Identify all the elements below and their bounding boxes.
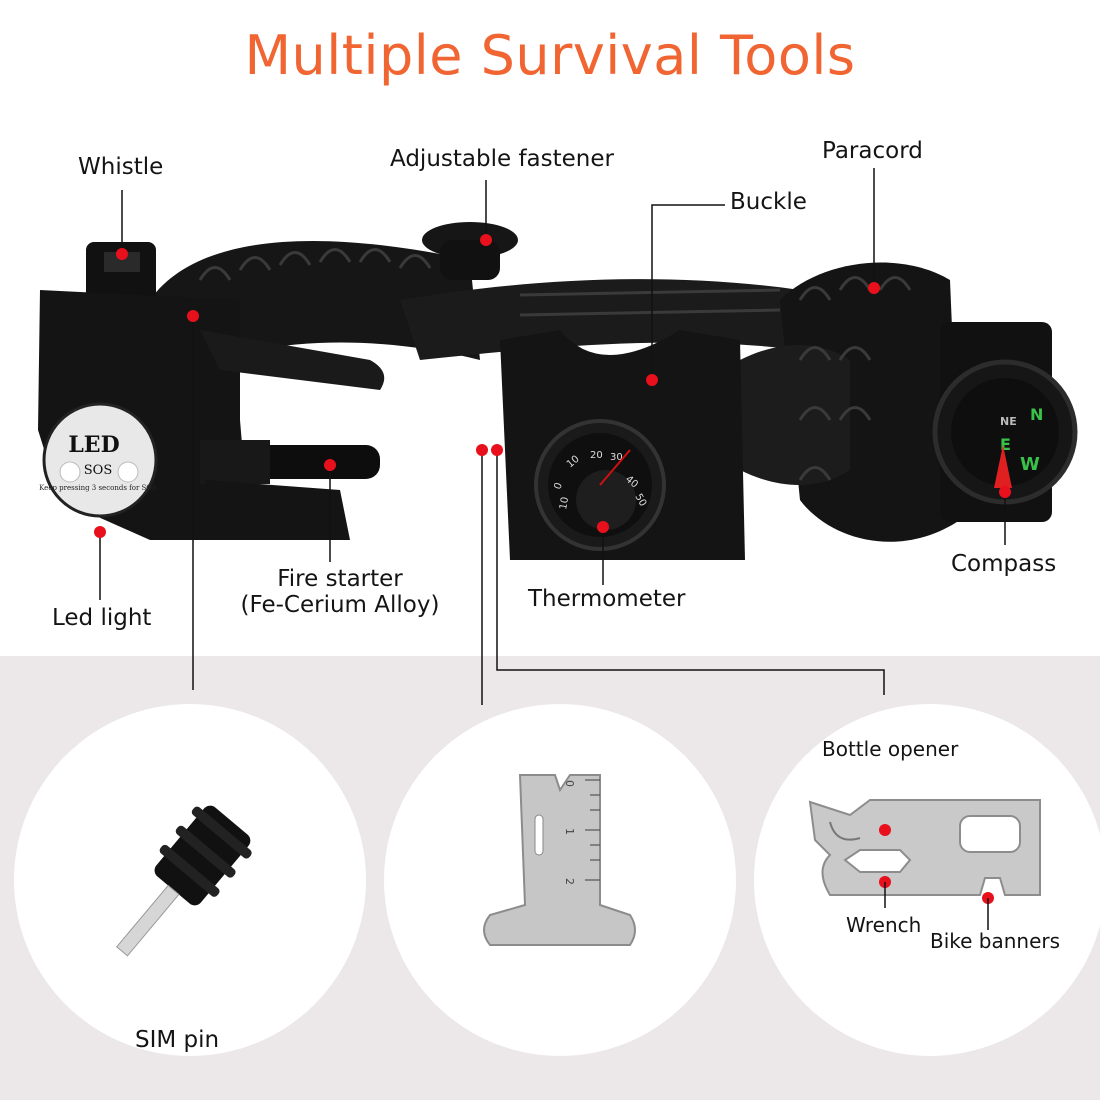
label-bike-banners: Bike banners [930,929,1061,953]
paracord-strap [150,240,960,542]
page-title: Multiple Survival Tools [244,24,856,87]
sim-pin-circle [14,704,366,1056]
leader-lines [99,168,1006,830]
label-thermometer: Thermometer [528,586,686,612]
middle-buckle-part: 10 20 30 40 50 0 10 [500,330,745,560]
label-wrench: Wrench [846,913,922,937]
ruler-tick-2: 2 [563,878,576,885]
label-fire-starter-line2: (Fe-Cerium Alloy) [240,592,440,618]
label-fire-starter-line1: Fire starter [277,566,403,592]
sos-hint-text: Keep pressing 3 seconds for SOS [39,484,157,492]
label-compass: Compass [951,551,1057,577]
marker-dots [94,234,1011,538]
compass-part: N NE E W [932,322,1078,522]
compass-letter-e: E [1000,435,1011,454]
compass-letter-w: W [1020,454,1040,475]
label-adjustable-fastener: Adjustable fastener [390,146,614,172]
thermo-tick-7: 10 [558,496,571,510]
label-led-light: Led light [52,605,152,631]
thermo-tick-6: 0 [552,481,565,491]
sos-text: SOS [84,463,112,478]
ruler-tick-0: 0 [563,780,576,787]
compass-letter-ne: NE [1000,415,1017,428]
ruler-tick-1: 1 [563,828,576,835]
label-sim-pin: SIM pin [135,1027,220,1053]
led-module-part: LED SOS Keep pressing 3 seconds for SOS [39,402,158,518]
multi-tool-circle [754,704,1100,1056]
thermo-tick-3: 30 [610,452,623,463]
led-text: LED [68,432,119,458]
compass-letter-n: N [1030,405,1043,424]
adjustable-fastener-part [422,222,518,280]
label-buckle: Buckle [730,189,807,215]
thermo-tick-2: 20 [590,450,603,461]
label-paracord: Paracord [822,138,923,164]
label-fire-starter: Fire starter (Fe-Cerium Alloy) [230,566,450,618]
ruler-tool-circle: 0 1 2 [384,704,736,1056]
label-whistle: Whistle [78,154,164,180]
label-bottle-opener: Bottle opener [822,737,959,761]
